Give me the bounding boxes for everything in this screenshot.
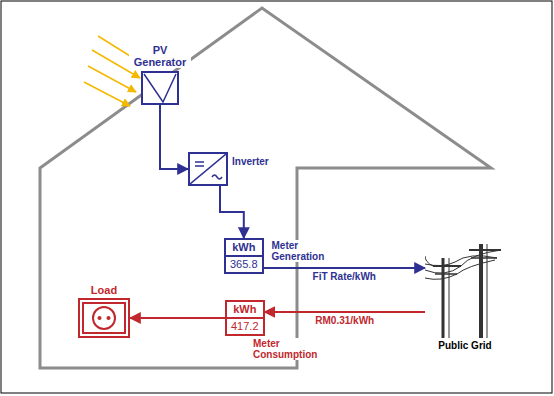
line-stroke: [449, 258, 450, 338]
connector-line: [265, 311, 426, 313]
line-stroke: [195, 161, 204, 163]
socket-symbol: [84, 304, 124, 332]
connector-line: [264, 267, 426, 269]
meter-unit: kWh: [227, 302, 263, 319]
edge-label: FiT Rate/kWh: [311, 271, 378, 282]
polyline-stroke: [144, 74, 176, 102]
grid-label: Public Grid: [438, 340, 491, 352]
house-outline: [40, 8, 491, 368]
meter-label: Meter Generation: [272, 240, 334, 262]
pv-panel-symbol: [143, 73, 177, 103]
connector-line: [160, 105, 188, 169]
path-stroke: [212, 175, 222, 179]
kwh-meter: kWh417.2: [225, 300, 265, 336]
inverter-box: [188, 152, 228, 186]
pv-label: PV Generator: [129, 44, 191, 68]
node-grid: Public Grid: [425, 238, 505, 352]
path-stroke: [425, 260, 495, 279]
path-stroke: [425, 256, 433, 266]
node-meterB: kWh417.2Meter Consumption: [225, 300, 333, 360]
power-pylons: [425, 238, 505, 338]
socket-frame: [82, 302, 126, 334]
node-inv: Inverter: [188, 152, 269, 186]
circle-stroke: [93, 307, 115, 329]
pylon-area: [425, 238, 505, 338]
circle-stroke: [107, 316, 111, 320]
path-stroke: [425, 256, 497, 266]
edge-label: RM0.31/kWh: [313, 315, 376, 326]
meter-reading: 365.8: [226, 257, 262, 272]
pv-panel: [141, 71, 179, 105]
inverter-symbol: [190, 154, 226, 184]
node-load: Load: [78, 284, 130, 338]
kwh-meter: kWh365.8: [224, 238, 264, 274]
line-stroke: [195, 165, 204, 167]
inverter-label: Inverter: [232, 156, 269, 168]
node-meterR: kWh365.8 Meter Generation: [224, 238, 334, 274]
load-label: Load: [91, 284, 117, 296]
connector-line: [130, 317, 225, 319]
meter-unit: kWh: [226, 240, 262, 257]
meter-label: Meter Consumption: [253, 338, 333, 360]
connector-line: [220, 186, 244, 238]
node-pv: PV Generator: [125, 44, 195, 105]
line-stroke: [190, 154, 226, 184]
meter-reading: 417.2: [227, 319, 263, 334]
line-stroke: [442, 258, 445, 338]
load-box: [78, 298, 130, 338]
circle-stroke: [98, 316, 102, 320]
